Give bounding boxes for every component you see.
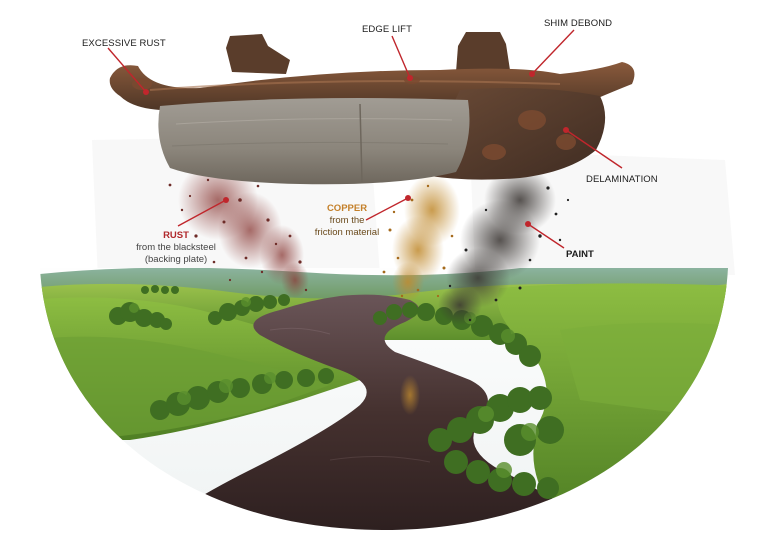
paint-plume <box>438 166 570 325</box>
callout-copper-title: COPPER <box>326 203 368 214</box>
rust-plume <box>168 160 309 298</box>
callout-rust-line1: from the blacksteel <box>136 242 216 253</box>
brake-pad <box>109 32 635 185</box>
label-delamination: DELAMINATION <box>586 174 658 185</box>
copper-plume <box>382 174 460 302</box>
landscape <box>40 268 728 530</box>
callout-rust: RUST from the blacksteel (backing plate) <box>124 230 228 266</box>
callout-pointers <box>107 29 623 249</box>
callout-copper-line1: from the <box>329 215 365 226</box>
callout-dots <box>143 71 569 227</box>
callout-copper: COPPER from the friction material <box>302 203 392 239</box>
callout-rust-title: RUST <box>163 230 189 241</box>
label-shim-debond: SHIM DEBOND <box>544 18 613 29</box>
label-excessive-rust: EXCESSIVE RUST <box>82 38 166 49</box>
callout-copper-line2: friction material <box>314 227 380 238</box>
callout-paint-title: PAINT <box>566 249 594 260</box>
callout-paint: PAINT <box>566 249 594 261</box>
label-edge-lift: EDGE LIFT <box>362 24 412 35</box>
callout-rust-line2: (backing plate) <box>144 254 208 265</box>
